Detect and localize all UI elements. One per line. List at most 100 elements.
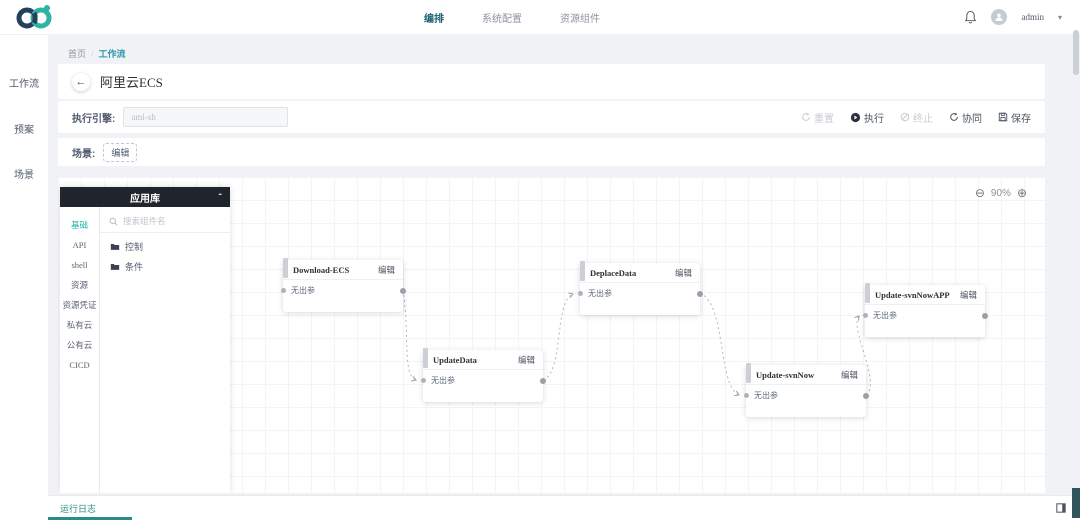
input-port[interactable] [281,288,286,293]
play-circle-icon [850,112,861,122]
zoom-level: 90% [990,187,1011,199]
output-port[interactable] [540,378,546,384]
input-port[interactable] [421,378,426,383]
top-navbar: 编排 系统配置 资源组件 admin ▾ [0,0,1080,35]
node-grip[interactable] [423,348,428,368]
library-tab-resource[interactable]: 资源 [70,280,88,290]
scene-label: 场景: [72,148,96,160]
node-output-label: 无出参 [431,376,455,385]
output-port[interactable] [863,393,869,399]
sidebar-item-plan[interactable]: 预案 [14,125,34,136]
breadcrumb-home[interactable]: 首页 [68,49,87,59]
collaborate-button[interactable]: 协同 [949,110,982,125]
reset-icon [802,112,810,121]
library-tab-private-cloud[interactable]: 私有云 [66,320,93,330]
workflow-node[interactable]: Update-svnNowAPP 编辑 无出参 [863,283,988,337]
person-icon [995,13,1004,21]
edge-1 [402,289,417,382]
nav-item-system-config[interactable]: 系统配置 [482,13,522,25]
engine-label: 执行引擎: [72,113,116,125]
scene-card: 场景: 编辑 [58,138,1045,166]
folder-item-condition[interactable]: 条件 [100,253,230,273]
reset-button[interactable]: 重置 [801,110,834,125]
engine-input[interactable] [123,107,289,127]
execute-button[interactable]: 执行 [850,110,884,125]
folder-item-control[interactable]: 控制 [100,233,230,253]
collapse-panel-icon[interactable]: - [218,188,222,200]
sidebar-item-scene[interactable]: 场景 [14,170,34,181]
edge-3 [699,292,740,397]
vertical-scrollbar-thumb[interactable] [1073,30,1079,75]
folder-icon [110,244,120,250]
bottom-right-handle[interactable] [1072,488,1080,518]
node-grip[interactable] [283,258,288,278]
nav-item-resource-components[interactable]: 资源组件 [560,13,600,25]
input-port[interactable] [744,393,749,398]
reset-label: 重置 [814,113,834,125]
folder-label: 条件 [125,262,144,272]
node-title: UpdateData [433,354,477,365]
back-button[interactable]: ← [72,72,90,91]
workflow-node[interactable]: UpdateData 编辑 无出参 [421,348,546,402]
input-port[interactable] [578,291,583,296]
terminate-button[interactable]: 终止 [900,110,933,125]
zoom-out-icon[interactable]: ⊖ [974,186,985,200]
save-icon [998,112,1008,122]
node-edit-link[interactable]: 编辑 [377,264,395,275]
bottom-log-bar: 运行日志 [48,495,1080,520]
breadcrumb-current[interactable]: 工作流 [98,49,126,59]
edge-2 [542,292,574,381]
stop-circle-icon [900,112,910,122]
library-tab-api[interactable]: API [72,240,87,250]
workflow-canvas[interactable]: ⊖ 90% ⊕ 应用库 - 基础 API shell 资源 资源凭证 私有云 公… [58,177,1045,493]
library-tab-basic[interactable]: 基础 [70,220,88,230]
output-port[interactable] [982,313,988,319]
output-port[interactable] [400,288,406,294]
sidebar-item-workflow[interactable]: 工作流 [9,79,39,90]
library-tab-shell[interactable]: shell [71,260,88,270]
node-edit-link[interactable]: 编辑 [674,267,692,278]
library-tabs: 基础 API shell 资源 资源凭证 私有云 公有云 CICD [60,207,100,493]
chevron-down-icon[interactable]: ▾ [1057,12,1062,22]
zoom-in-icon[interactable]: ⊕ [1016,186,1027,200]
folder-label: 控制 [125,242,144,252]
back-arrow-icon: ← [75,75,87,88]
workflow-node[interactable]: Download-ECS 编辑 无出参 [281,258,406,312]
workflow-node[interactable]: DeplaceData 编辑 无出参 [578,261,703,315]
terminate-label: 终止 [913,113,933,125]
node-grip[interactable] [865,283,870,303]
output-port[interactable] [697,291,703,297]
breadcrumb-separator: / [91,49,94,59]
zoom-controls: ⊖ 90% ⊕ [975,186,1027,200]
folder-icon [110,264,120,270]
node-edit-link[interactable]: 编辑 [959,289,977,300]
left-sidebar: 工作流 预案 场景 [0,35,48,520]
scene-edit-chip[interactable]: 编辑 [103,142,138,162]
save-button[interactable]: 保存 [998,110,1031,125]
node-edit-link[interactable]: 编辑 [840,369,858,380]
run-log-tab[interactable]: 运行日志 [60,503,97,514]
library-tab-cicd[interactable]: CICD [69,360,90,370]
node-grip[interactable] [746,363,751,383]
collaborate-label: 协同 [962,113,982,125]
node-output-label: 无出参 [291,286,315,295]
nav-item-orchestration[interactable]: 编排 [424,13,444,25]
page-title: 阿里云ECS [100,75,163,90]
user-avatar[interactable] [991,9,1008,25]
node-output-label: 无出参 [754,391,778,400]
log-tab-underline [48,517,132,520]
expand-panel-icon[interactable] [1056,503,1066,513]
input-port[interactable] [863,313,868,318]
username-label[interactable]: admin [1021,12,1044,22]
search-icon [109,217,118,225]
node-grip[interactable] [580,261,585,281]
node-output-label: 无出参 [588,289,612,298]
component-search-input[interactable] [123,216,203,226]
library-tab-public-cloud[interactable]: 公有云 [66,340,93,350]
node-edit-link[interactable]: 编辑 [517,354,535,365]
node-title: Update-svnNowAPP [875,289,950,300]
library-tab-credentials[interactable]: 资源凭证 [62,300,97,310]
bell-icon[interactable] [964,10,977,24]
workflow-node[interactable]: Update-svnNow 编辑 无出参 [744,363,869,417]
library-header[interactable]: 应用库 - [60,187,230,207]
